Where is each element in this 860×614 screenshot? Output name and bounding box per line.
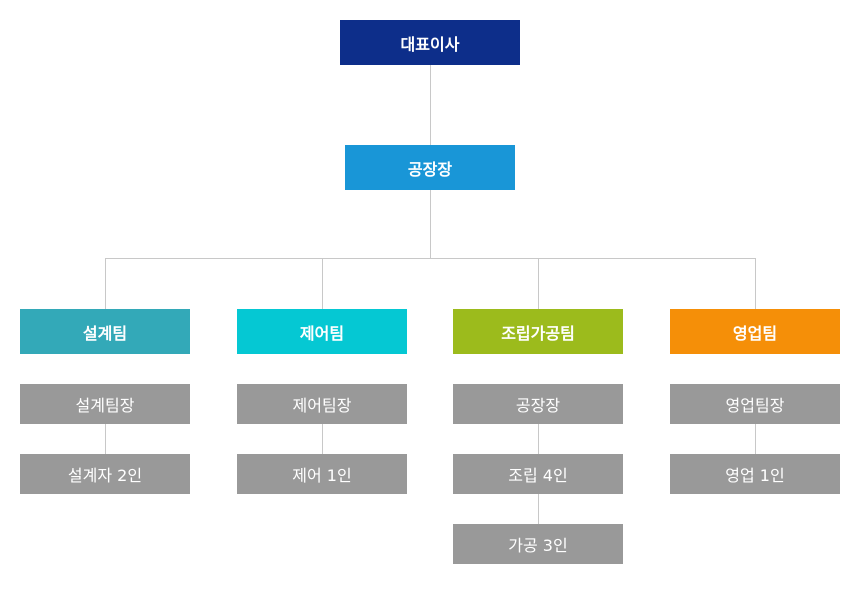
connector-plant-branch (430, 189, 431, 259)
assembly-team-leader-box: 공장장 (453, 384, 623, 424)
sales-team-leader-box: 영업팀장 (670, 384, 840, 424)
control-team-staff-box: 제어 1인 (237, 454, 407, 494)
sales-team-staff-box: 영업 1인 (670, 454, 840, 494)
connector-branch-team-2 (322, 258, 323, 309)
team-assembly-processing-box: 조립가공팀 (453, 309, 623, 354)
control-team-leader-box: 제어팀장 (237, 384, 407, 424)
plant-manager-box: 공장장 (345, 145, 515, 190)
connector-team-1-members (105, 423, 106, 455)
connector-branch-team-4 (755, 258, 756, 309)
team-sales-box: 영업팀 (670, 309, 840, 354)
ceo-box: 대표이사 (340, 20, 520, 65)
connector-branch-team-1 (105, 258, 106, 309)
processing-staff-box: 가공 3인 (453, 524, 623, 564)
connector-ceo-plant (430, 64, 431, 146)
connector-branch-team-3 (538, 258, 539, 309)
connector-team-4-members (755, 423, 756, 455)
connector-team-2-members (322, 423, 323, 455)
design-team-leader-box: 설계팀장 (20, 384, 190, 424)
team-design-box: 설계팀 (20, 309, 190, 354)
design-team-staff-box: 설계자 2인 (20, 454, 190, 494)
team-control-box: 제어팀 (237, 309, 407, 354)
connector-branch-horizontal (105, 258, 756, 259)
assembly-staff-box: 조립 4인 (453, 454, 623, 494)
